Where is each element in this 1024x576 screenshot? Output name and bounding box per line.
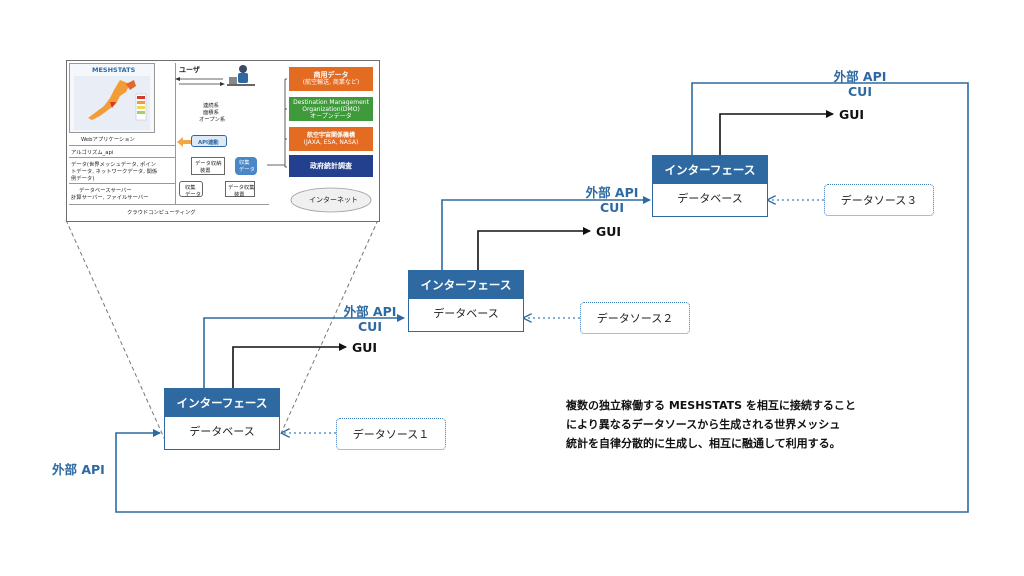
data-desc-1: データ(世界メッシュデータ, ポイン [71, 162, 156, 168]
open-set-2: 面積系 [203, 110, 219, 116]
data-desc-3: 例データ) [71, 176, 95, 182]
link-node1-to-node2 [203, 314, 405, 388]
gui-label-2: GUI [596, 224, 622, 239]
meshstats-node-1: インターフェース データベース [164, 388, 280, 450]
api-label-1-line1: 外部 API [343, 304, 397, 319]
data-source-3: データソース３ [824, 184, 934, 216]
interface-header-3: インターフェース [653, 156, 767, 184]
data-source-1: データソース１ [336, 418, 446, 450]
divider-v [175, 63, 176, 204]
api-label-1: 外部 API CUI [330, 304, 410, 334]
data-source-2: データソース２ [580, 302, 690, 334]
api-label-3-line1: 外部 API [833, 69, 887, 84]
cloud-label: クラウドコンピューティング [127, 210, 196, 216]
zoom-line-right [277, 219, 379, 441]
map-panel: MESHSTATS [69, 63, 155, 133]
meshstats-node-3: インターフェース データベース [652, 155, 768, 217]
collect-device-line1: データ収納 [195, 161, 222, 167]
internet-label: インターネット [309, 196, 358, 204]
external-api-label: 外部 API [52, 462, 105, 477]
meshstats-architecture-inset: MESHSTATS Webアプリケーション アルゴリズム_api データ(世界メ… [66, 60, 380, 222]
database-label-3: データベース [677, 192, 743, 205]
api-label-2-line1: 外部 API [585, 185, 639, 200]
web-app-label: Webアプリケーション [81, 137, 135, 143]
user-bidirectional-arrow [175, 77, 225, 86]
receive-device-line1: データ収集 [228, 185, 255, 191]
japan-map-icon [74, 76, 150, 130]
database-label-1: データベース [189, 425, 255, 438]
collect-data-line2: データ [239, 167, 255, 173]
interface-header-1: インターフェース [165, 389, 279, 417]
divider-4 [69, 204, 269, 205]
collected-data-box: 収集 データ [179, 181, 203, 198]
collect-device-line2: 装置 [200, 168, 211, 174]
algorithm-label: アルゴリズム_api [71, 150, 114, 156]
api-label-2-line2: CUI [600, 200, 624, 215]
data-desc-2: トデータ, ネットワークデータ, 関係 [71, 169, 158, 175]
api-link-arrow-icon [177, 137, 191, 147]
source-commercial-title: 商用データ [313, 71, 349, 79]
user-label: ユーザ [179, 66, 200, 74]
link-node1-gui [232, 343, 347, 388]
server-label-1: データベースサーバー [79, 188, 132, 194]
gui-label-3: GUI [839, 107, 865, 122]
description-line-2: により異なるデータソースから生成される世界メッシュ [566, 418, 841, 431]
link-node3-to-external [115, 82, 969, 513]
source-dmo-title: Destination Management [293, 98, 369, 106]
source-government-title: 政府統計調査 [310, 161, 352, 170]
divider-1 [69, 145, 175, 146]
collect-device-box: データ収納 装置 [191, 157, 225, 175]
source-aerospace-sub: (JAXA, ESA, NASA) [303, 139, 359, 146]
api-label-2: 外部 API CUI [572, 185, 652, 215]
description-line-3: 統計を自律分散的に生成し、相互に融通して利用する。 [566, 437, 841, 450]
source-dmo-sub: Organization(DMO) オープンデータ [302, 105, 360, 120]
link-node2-to-node3 [441, 196, 651, 270]
api-label-3: 外部 API CUI [820, 69, 900, 99]
collect-data-box: 収集 データ [235, 157, 257, 175]
collected-data-line1: 収集 [185, 185, 196, 191]
source-commercial-sub: (航空輸送, 商業など) [302, 79, 360, 86]
link-node2-gui [477, 227, 591, 270]
open-set-1: 連続系 [203, 103, 219, 109]
collected-data-line2: データ [185, 192, 201, 198]
inset-title: MESHSTATS [92, 66, 136, 74]
description-text: 複数の独立稼働する MESHSTATS を相互に接続すること により異なるデータ… [566, 396, 966, 453]
open-set-3: オープン系 [199, 117, 226, 123]
user-at-desk-icon [227, 65, 255, 86]
source-bracket-lines [267, 78, 287, 168]
divider-2 [69, 157, 175, 158]
api-link-box: API連動 [191, 135, 227, 147]
interface-header-2: インターフェース [409, 271, 523, 299]
meshstats-node-2: インターフェース データベース [408, 270, 524, 332]
divider-3 [69, 183, 175, 184]
link-node3-gui [719, 110, 834, 155]
api-label-1-line2: CUI [358, 319, 382, 334]
gui-label-1: GUI [352, 340, 378, 355]
source-aerospace-data: 航空宇宙関係機構 (JAXA, ESA, NASA) [289, 127, 373, 151]
receive-device-box: データ収集 装置 [225, 181, 255, 198]
database-label-2: データベース [433, 307, 499, 320]
server-label-2: 計算サーバー, ファイルサーバー [71, 195, 149, 201]
source-commercial-data: 商用データ (航空輸送, 商業など) [289, 67, 373, 91]
receive-device-line2: 装置 [234, 192, 245, 198]
zoom-line-left [65, 219, 166, 441]
source-aerospace-title: 航空宇宙関係機構 [306, 132, 355, 139]
internet-cloud-icon [290, 187, 372, 213]
source-dmo-data: Destination Management Organization(DMO)… [289, 97, 373, 121]
collect-data-line1: 収集 [239, 160, 250, 166]
api-link-label: API連動 [198, 140, 219, 146]
api-label-3-line2: CUI [848, 84, 872, 99]
source-government-stats: 政府統計調査 [289, 155, 373, 177]
description-line-1: 複数の独立稼働する MESHSTATS を相互に接続すること [566, 399, 856, 412]
